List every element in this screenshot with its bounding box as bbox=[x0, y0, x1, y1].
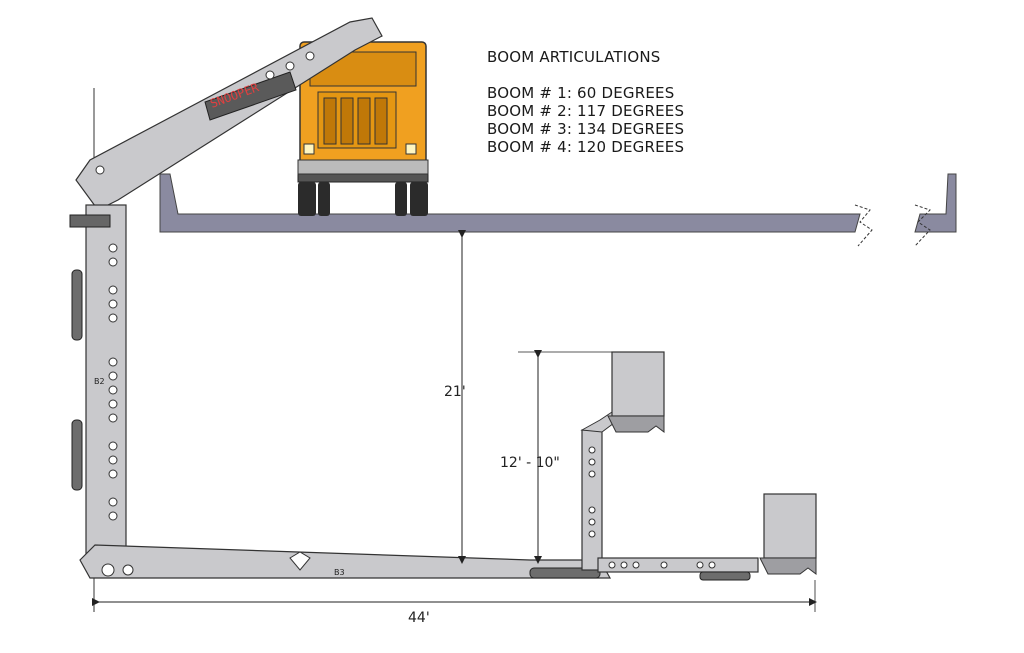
upper-boom: SNOOPER bbox=[75, 17, 383, 211]
bridge-deck bbox=[159, 173, 957, 247]
boom-label-b3: B3 bbox=[334, 568, 345, 577]
horizontal-boom: B3 bbox=[79, 544, 612, 579]
notes-line: BOOM # 2: 117 DEGREES bbox=[487, 102, 685, 120]
dimension-platform-height: 12' - 10" bbox=[500, 350, 612, 564]
notes-line: BOOM # 1: 60 DEGREES bbox=[487, 84, 675, 102]
clearance-label: 21' bbox=[444, 384, 466, 400]
platform-riser bbox=[580, 411, 619, 571]
reach-label: 44' bbox=[408, 610, 430, 626]
upper-platform bbox=[607, 351, 665, 433]
boom-articulation-notes: BOOM ARTICULATIONS BOOM # 1: 60 DEGREES … bbox=[487, 48, 684, 156]
notes-title: BOOM ARTICULATIONS bbox=[487, 48, 661, 66]
notes-line: BOOM # 3: 134 DEGREES bbox=[487, 120, 685, 138]
notes-line: BOOM # 4: 120 DEGREES bbox=[487, 138, 685, 156]
boom-label-b2: B2 bbox=[94, 377, 105, 386]
lower-platform bbox=[759, 493, 817, 575]
lower-extension bbox=[597, 557, 759, 581]
dimension-horizontal-reach: 44' bbox=[92, 580, 817, 626]
vertical-boom: B2 bbox=[69, 204, 127, 561]
dimension-vertical-clearance: 21' bbox=[444, 230, 466, 564]
platform-height-label: 12' - 10" bbox=[500, 455, 560, 471]
